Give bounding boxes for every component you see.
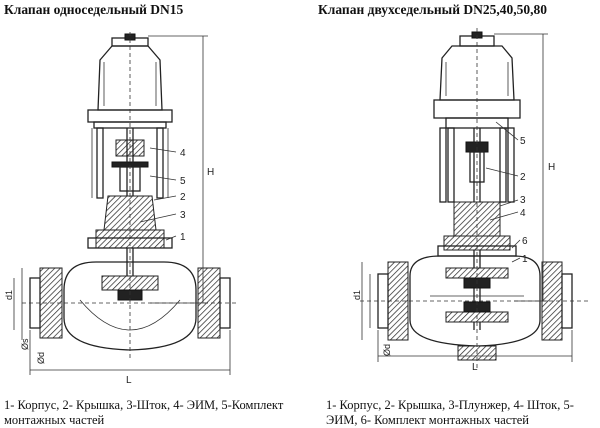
left-diagram-title: Клапан односедельный DN15 bbox=[4, 2, 184, 17]
left-callout-3: 3 bbox=[180, 210, 186, 221]
right-caption: 1- Корпус, 2- Крышка, 3-Плунжер, 4- Шток… bbox=[326, 398, 574, 427]
right-dim-H: H bbox=[548, 162, 555, 173]
left-dim-s: Øs bbox=[20, 338, 30, 350]
left-dim-H: H bbox=[207, 167, 214, 178]
right-callout-1: 1 bbox=[522, 254, 528, 265]
left-dim-d: Ød bbox=[36, 352, 46, 364]
right-callout-6: 6 bbox=[522, 236, 528, 247]
left-caption: 1- Корпус, 2- Крышка, 3-Шток, 4- ЭИМ, 5-… bbox=[4, 398, 284, 427]
left-callout-5: 5 bbox=[180, 176, 186, 187]
left-callout-4: 4 bbox=[180, 148, 186, 159]
right-dim-d1: d1 bbox=[352, 290, 362, 300]
left-callout-1: 1 bbox=[180, 232, 186, 243]
right-dim-L: L bbox=[472, 362, 478, 373]
right-callout-3: 3 bbox=[520, 195, 526, 206]
right-callout-4: 4 bbox=[520, 208, 526, 219]
left-valve-drawing bbox=[13, 32, 238, 375]
right-valve-drawing bbox=[360, 28, 590, 370]
right-callout-5: 5 bbox=[520, 136, 526, 147]
left-dim-L: L bbox=[126, 375, 132, 386]
left-callout-2: 2 bbox=[180, 192, 186, 203]
left-dim-d1: d1 bbox=[4, 290, 14, 300]
right-dim-d: Ød bbox=[382, 344, 392, 356]
right-callout-2: 2 bbox=[520, 172, 526, 183]
right-diagram-title: Клапан двухседельный DN25,40,50,80 bbox=[318, 2, 547, 17]
